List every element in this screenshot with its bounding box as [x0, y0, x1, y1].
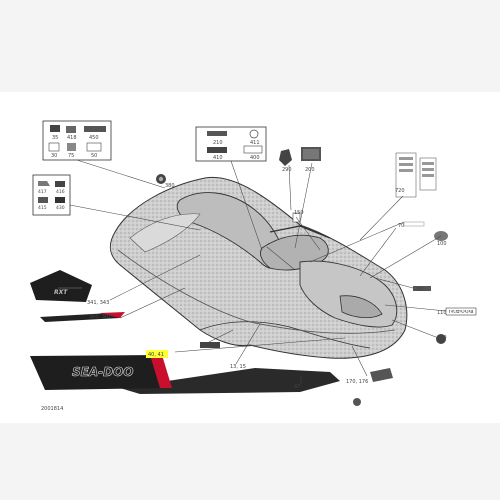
label-410: 410: [213, 155, 223, 161]
rub-rail: [117, 249, 396, 334]
label-170-176: 170, 176: [346, 379, 368, 385]
label-720: 720: [395, 188, 405, 194]
loose-decals: [40, 147, 477, 406]
label-417: 417: [38, 189, 47, 195]
nose-hatch: [339, 295, 383, 318]
decal-group-3: 417 416 415 430: [32, 174, 71, 216]
footer-band: [0, 423, 500, 500]
sea-doo-text: SEA-DOO: [72, 365, 133, 379]
label-380: 380: [165, 183, 175, 189]
label-47: 47: [294, 384, 300, 390]
decal-group-2: 210 411 410 400: [195, 126, 267, 162]
label-411: 411: [250, 140, 260, 146]
highlight-40-41: [146, 350, 168, 358]
hull-outline: [109, 176, 408, 359]
label-416: 416: [56, 189, 65, 195]
label-110: 110: [437, 310, 447, 316]
hull-stripe: [120, 368, 340, 394]
label-418a: 418: [67, 135, 77, 141]
label-90: 90: [205, 342, 211, 348]
label-360-307: 360, 307: [89, 314, 111, 320]
label-50: 50: [91, 153, 97, 159]
label-30: 30: [51, 153, 57, 159]
label-120: 120: [437, 335, 447, 341]
label-290: 290: [282, 167, 292, 173]
label-450: 450: [89, 135, 99, 141]
label-60: 60: [417, 287, 423, 293]
leader-lines: [69, 159, 447, 384]
label-70: 70: [398, 223, 404, 229]
label-150: 150: [294, 210, 304, 216]
diagram-id: 2001814: [41, 406, 63, 412]
header-band: [0, 0, 500, 92]
label-40-41: 40, 41: [148, 352, 164, 358]
label-430: 430: [56, 205, 65, 211]
footwell-left: [129, 213, 201, 253]
rxt-graphic: RXT: [30, 270, 92, 302]
label-75: 75: [68, 153, 74, 159]
label-341-343: 341, 343: [87, 300, 109, 306]
sea-doo-small-decal: SEA-DOO: [446, 309, 472, 315]
label-200: 200: [305, 167, 315, 173]
decal-group-1: 35 418 450 30 75 50: [42, 120, 112, 161]
label-210: 210: [213, 140, 223, 146]
label-400: 400: [250, 155, 260, 161]
sea-doo-small-text: SEA-DOO: [446, 309, 472, 315]
label-35: 35: [52, 135, 58, 141]
label-100: 100: [437, 241, 447, 247]
handlebar: [269, 225, 331, 239]
label-13-15: 13, 15: [230, 364, 246, 370]
callout-labels: 380 290 200 720 150 70 100 60 110 120 34…: [41, 167, 447, 412]
sea-doo-graphic: SEA-DOO: [30, 355, 172, 390]
rxt-text: RXT: [54, 289, 68, 296]
watercraft-body: [109, 176, 408, 359]
label-415: 415: [38, 205, 47, 211]
